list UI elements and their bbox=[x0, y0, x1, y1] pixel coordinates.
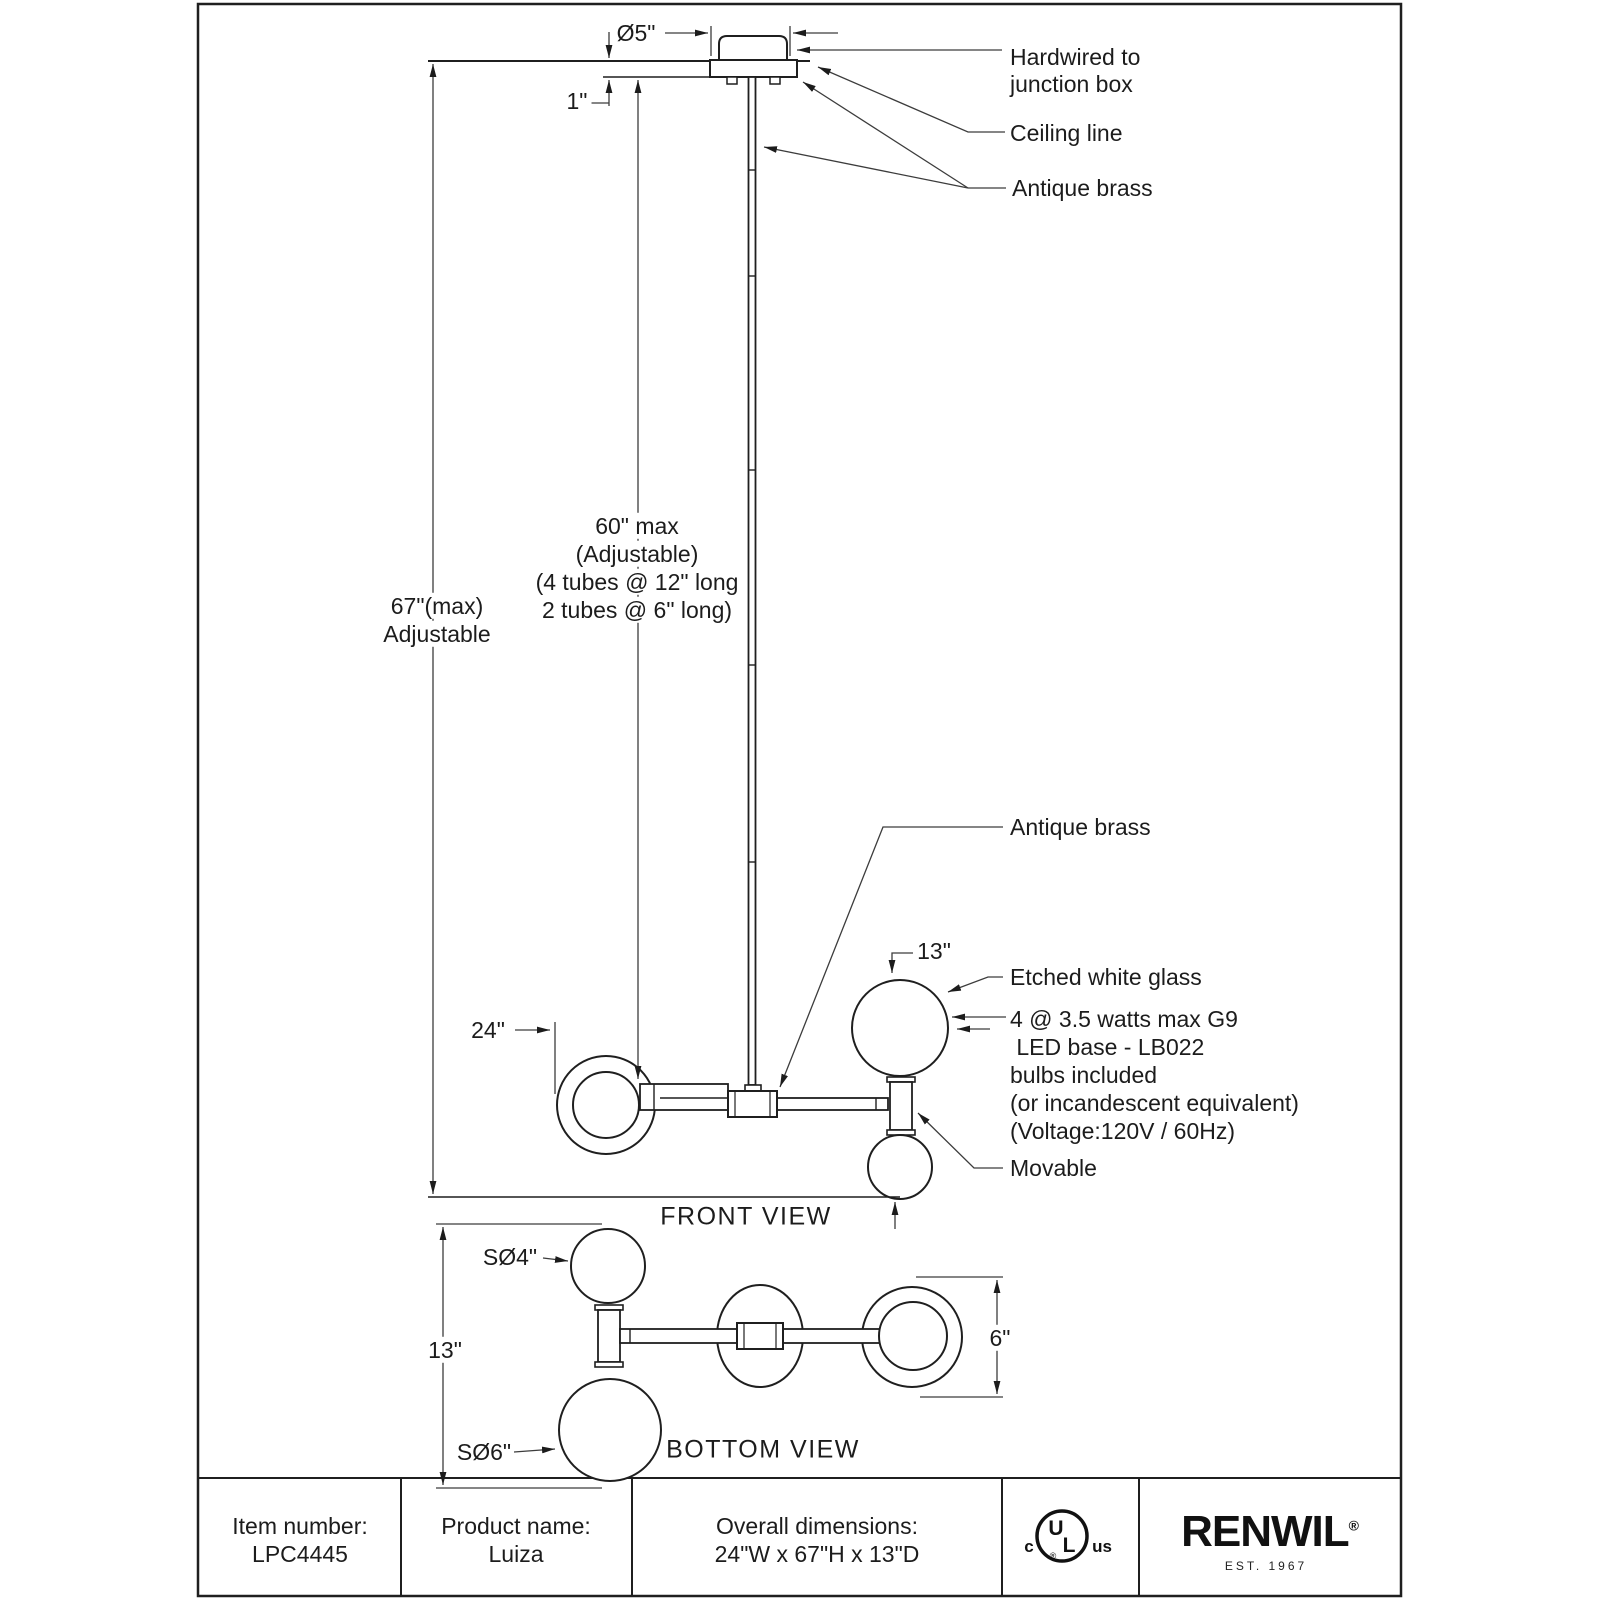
dim-rod-line3: (4 tubes @ 12" long bbox=[531, 568, 743, 596]
ul-certification-logo: U L ® c us bbox=[1024, 1509, 1112, 1563]
front-ring-globe bbox=[572, 1071, 640, 1139]
dim-rod-line4: 2 tubes @ 6" long) bbox=[537, 596, 737, 624]
leader-ceiling-line bbox=[817, 66, 1005, 133]
bottom-stem bbox=[597, 1309, 621, 1363]
label-bulb-line4: (or incandescent equivalent) bbox=[1010, 1089, 1299, 1116]
dim-overall-height-line2: Adjustable bbox=[379, 620, 495, 648]
canopy-tab-right bbox=[769, 76, 781, 85]
label-etched-glass: Etched white glass bbox=[1010, 963, 1202, 990]
dim-large-globe: SØ6" bbox=[456, 1438, 512, 1465]
dim-front-globe-13: 13" bbox=[917, 937, 951, 964]
leader-antique-brass-to-canopy bbox=[802, 81, 969, 189]
product-name-label: Product name: bbox=[441, 1512, 591, 1539]
bottom-ring-inner bbox=[878, 1301, 948, 1371]
ul-us-mark: us bbox=[1092, 1537, 1112, 1556]
leader-lines bbox=[763, 46, 1006, 1169]
front-view-title: FRONT VIEW bbox=[660, 1202, 832, 1231]
leader-etched-glass bbox=[947, 976, 1003, 993]
dim-small-globe: SØ4" bbox=[482, 1243, 538, 1270]
dim-overall-height-line1: 67"(max) bbox=[386, 592, 488, 620]
label-bulb-line1: 4 @ 3.5 watts max G9 bbox=[1010, 1005, 1238, 1032]
brand-established: EST. 1967 bbox=[1224, 1559, 1308, 1573]
dim-rod-line1: 60" max bbox=[591, 512, 683, 540]
dim-bracket-front-13 bbox=[888, 952, 913, 973]
canopy-tab-left bbox=[726, 76, 738, 85]
label-movable: Movable bbox=[1010, 1154, 1097, 1181]
leader-antique-brass-mid bbox=[779, 826, 1003, 1088]
front-view-fixture bbox=[428, 979, 949, 1200]
front-stem bbox=[889, 1081, 913, 1131]
label-bulb-line3: bulbs included bbox=[1010, 1061, 1158, 1088]
ul-c-mark: c bbox=[1024, 1537, 1033, 1556]
front-upper-globe bbox=[851, 979, 949, 1077]
label-hardwired-line2: junction box bbox=[1010, 70, 1133, 97]
leader-small-globe bbox=[542, 1256, 569, 1263]
leader-movable bbox=[917, 1112, 1003, 1169]
overall-dimensions-label: Overall dimensions: bbox=[716, 1512, 918, 1539]
product-name-value: Luiza bbox=[488, 1540, 544, 1567]
label-antique-brass-mid: Antique brass bbox=[1010, 813, 1151, 840]
bottom-view-fixture bbox=[558, 1228, 963, 1482]
label-ceiling-line: Ceiling line bbox=[1010, 119, 1123, 146]
ul-circle bbox=[1035, 1509, 1089, 1563]
leader-large-globe bbox=[513, 1446, 556, 1454]
dim-fixture-width: 24" bbox=[471, 1016, 505, 1043]
bottom-large-globe bbox=[558, 1378, 662, 1482]
hanging-rod bbox=[744, 76, 762, 1092]
dim-canopy-height: 1" bbox=[562, 87, 592, 115]
ul-letter-u: U bbox=[1048, 1517, 1063, 1540]
item-number-value: LPC4445 bbox=[252, 1540, 348, 1567]
bottom-stem-cap-bottom bbox=[594, 1361, 624, 1368]
renwil-logo: RENWIL® bbox=[1181, 1507, 1359, 1557]
drawing-frame bbox=[196, 2, 1403, 1598]
label-bulb-line5: (Voltage:120V / 60Hz) bbox=[1010, 1117, 1236, 1144]
front-lower-globe bbox=[867, 1134, 933, 1200]
label-antique-brass-top: Antique brass bbox=[1012, 174, 1153, 201]
rod-tube bbox=[747, 76, 757, 1086]
ul-letter-l: L bbox=[1063, 1534, 1076, 1557]
dimension-lines bbox=[429, 26, 1003, 1489]
dim-rod-line2: (Adjustable) bbox=[571, 540, 703, 568]
junction-box bbox=[718, 35, 788, 62]
canopy-plate bbox=[709, 59, 798, 78]
ul-registered-mark: ® bbox=[1050, 1551, 1057, 1561]
label-bulb-line2: LED base - LB022 bbox=[1010, 1033, 1205, 1060]
front-left-arm bbox=[639, 1083, 729, 1111]
leader-antique-brass-to-rod bbox=[763, 146, 969, 189]
dim-ring-depth: 6" bbox=[985, 1324, 1015, 1352]
front-right-arm bbox=[776, 1097, 889, 1111]
brand-registered-mark: ® bbox=[1348, 1517, 1359, 1534]
overall-dimensions-value: 24"W x 67"H x 13"D bbox=[714, 1540, 920, 1567]
brand-name: RENWIL bbox=[1181, 1507, 1350, 1556]
bottom-view-title: BOTTOM VIEW bbox=[666, 1435, 860, 1464]
border-rect bbox=[196, 2, 1403, 1598]
label-hardwired-line1: Hardwired to bbox=[1010, 43, 1141, 70]
item-number-label: Item number: bbox=[232, 1512, 368, 1539]
bottom-small-globe bbox=[570, 1228, 646, 1304]
dim-canopy-diameter: Ø5" bbox=[612, 19, 660, 47]
bottom-center-connector bbox=[736, 1322, 784, 1350]
dim-bottom-13: 13" bbox=[424, 1336, 466, 1364]
front-center-connector bbox=[727, 1090, 778, 1118]
